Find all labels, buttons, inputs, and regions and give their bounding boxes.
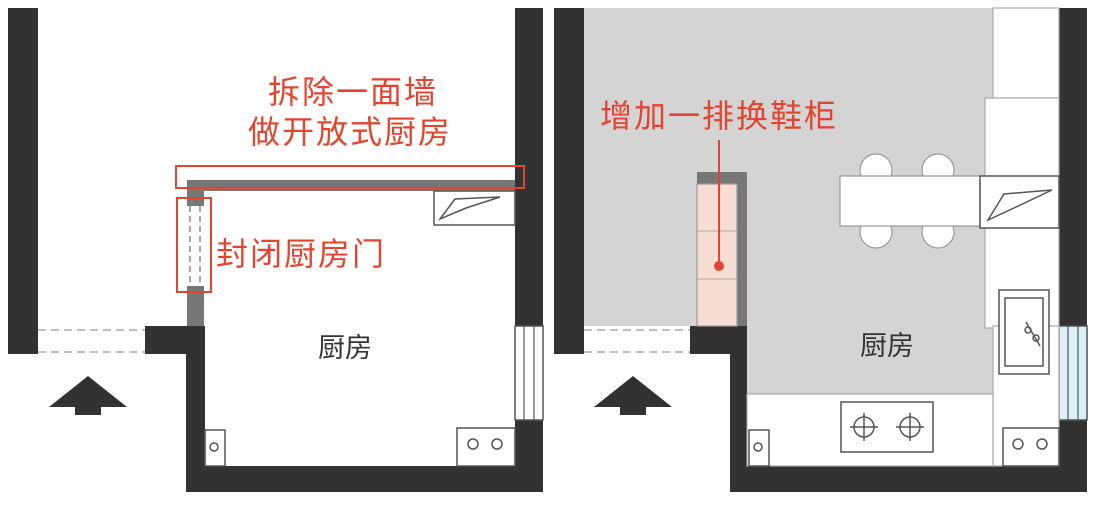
right-shoe-cabinet xyxy=(696,172,747,327)
entry-arrow-icon xyxy=(594,376,672,415)
right-dining-table xyxy=(839,153,981,249)
left-range-hood xyxy=(433,190,516,226)
left-annotation-remove-wall-line1: 拆除一面墙 xyxy=(268,73,439,111)
left-highlight-frames xyxy=(175,165,525,293)
right-outlet-left xyxy=(748,429,770,467)
left-window xyxy=(514,325,544,421)
left-room-label: 厨房 xyxy=(318,333,372,364)
left-entry-opening xyxy=(38,329,145,353)
right-annotation-leader xyxy=(714,140,724,271)
right-gas-stove xyxy=(840,401,934,453)
left-annotation-remove-wall-line2: 做开放式厨房 xyxy=(248,113,453,151)
right-room-label: 厨房 xyxy=(860,331,914,362)
left-annotation-seal-door: 封闭厨房门 xyxy=(216,235,387,273)
right-range-hood xyxy=(979,175,1060,229)
right-annotation-shoe-cabinet: 增加一排换鞋柜 xyxy=(600,97,839,135)
right-window xyxy=(1058,325,1088,421)
right-open-area xyxy=(584,8,1059,394)
left-removed-wall xyxy=(187,180,515,326)
right-outlet-right xyxy=(1002,427,1060,467)
left-floor-plan xyxy=(8,8,544,492)
right-floor-plan xyxy=(554,7,1088,492)
right-walls xyxy=(554,8,1087,492)
left-outlet-left xyxy=(204,429,226,467)
left-kitchen-door-opening xyxy=(189,206,201,286)
entry-arrow-icon xyxy=(49,376,127,415)
left-outlet-right xyxy=(456,427,516,467)
right-entry-opening xyxy=(584,329,690,353)
right-sink xyxy=(998,289,1050,375)
